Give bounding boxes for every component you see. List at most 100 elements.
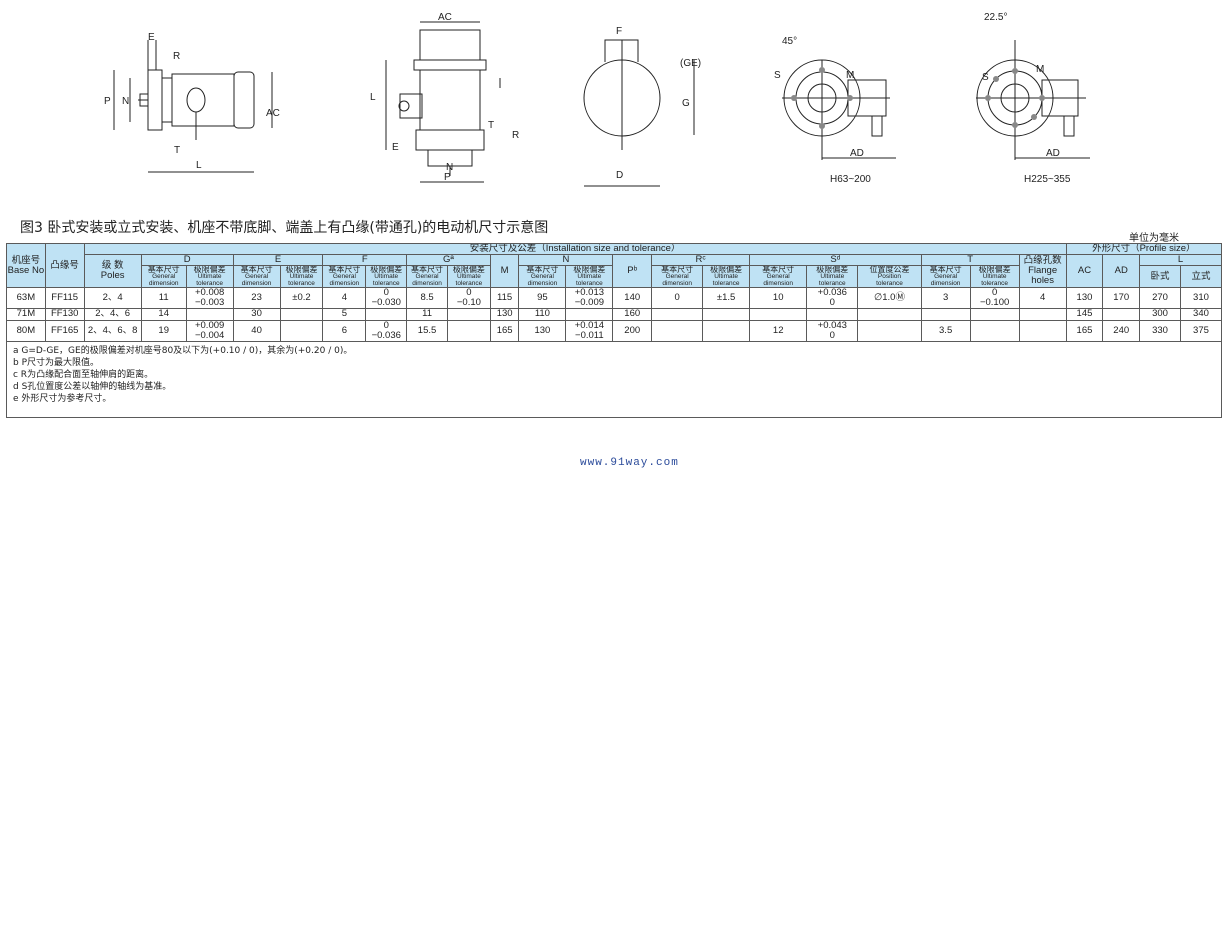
table-cell: 15.5 (406, 319, 448, 342)
front-label-n: N (446, 162, 453, 173)
label-p: P (104, 96, 111, 107)
table-cell (279, 319, 324, 342)
label-e: E (148, 32, 155, 43)
table-cell: 145 (1065, 308, 1104, 321)
table-cell: 23 (232, 287, 281, 310)
table-cell: 110 (518, 308, 567, 321)
hdr-m: M (489, 253, 520, 289)
table-cell: 71M (6, 308, 46, 321)
front-label-ac: AC (438, 12, 452, 23)
watermark: www.91way.com (580, 457, 679, 469)
hdr-d: D (140, 253, 234, 266)
table-cell: +0.008 −0.003 (185, 287, 234, 310)
label-ac: AC (266, 108, 280, 119)
hdr-r: Rᶜ (651, 253, 751, 266)
table-cell: 0 (651, 287, 704, 310)
hdr-profile: 外形尺寸（Profile size） (1065, 243, 1223, 255)
shaft-label-f: F (616, 26, 622, 37)
table-cell: 0 −0.030 (365, 287, 408, 310)
table-cell: 19 (140, 319, 187, 342)
table-cell (565, 308, 614, 321)
hdr-t: T (920, 253, 1020, 266)
flange2-ad: AD (1046, 148, 1060, 159)
table-cell (1018, 319, 1067, 342)
shaft-label-d: D (616, 170, 623, 181)
flange1-angle: 45° (782, 36, 797, 47)
dimension-drawings: E R P N AC T L AC L T R E N P F (GE) G D… (0, 0, 1227, 210)
table-cell (446, 308, 491, 321)
table-cell: 375 (1179, 319, 1223, 342)
table-cell: +0.013 −0.009 (565, 287, 614, 310)
table-cell (969, 308, 1020, 321)
table-cell: 270 (1139, 287, 1181, 310)
table-cell: FF130 (44, 308, 85, 321)
table-cell: 80M (6, 319, 46, 342)
table-cell: +0.036 0 (806, 287, 859, 310)
flange1-m: M (846, 70, 854, 81)
table-cell (651, 308, 704, 321)
table-cell: 63M (6, 287, 46, 310)
flange2-s: S (982, 72, 989, 83)
table-cell: 165 (489, 319, 520, 342)
hdr-p: Pᵇ (612, 253, 653, 289)
table-cell (1018, 308, 1067, 321)
table-cell (446, 319, 491, 342)
table-cell: +0.043 0 (806, 319, 859, 342)
unit-label: 单位为毫米 (1129, 233, 1179, 244)
table-cell: 340 (1179, 308, 1223, 321)
table-cell: 165 (1065, 319, 1104, 342)
table-cell: 11 (140, 287, 187, 310)
hdr-e: E (232, 253, 324, 266)
table-cell: 40 (232, 319, 281, 342)
footnotes: a G=D-GE，GE的极限偏差对机座号80及以下为(+0.10 / 0)，其余… (6, 341, 1222, 418)
subheader-vert: 立式 (1179, 264, 1223, 289)
table-cell (969, 319, 1020, 342)
table-cell: 14 (140, 308, 187, 321)
table-cell (806, 308, 859, 321)
table-cell (185, 308, 234, 321)
front-label-e: E (392, 142, 399, 153)
label-n: N (122, 96, 129, 107)
table-cell: 4 (322, 287, 367, 310)
table-cell: 4 (1018, 287, 1067, 310)
flange1-s: S (774, 70, 781, 81)
front-label-l: L (370, 92, 376, 103)
table-cell (857, 308, 922, 321)
label-t: T (174, 145, 180, 156)
flange2-m: M (1036, 64, 1044, 75)
flange2-angle: 22.5° (984, 12, 1007, 23)
hdr-base-no: 机座号 Base No (6, 242, 46, 289)
table-cell: 6 (322, 319, 367, 342)
table-cell: 310 (1179, 287, 1223, 310)
table-cell: 3 (920, 287, 971, 310)
table-cell: 2、4、6 (83, 308, 142, 321)
table-cell: ±1.5 (702, 287, 751, 310)
dimension-table-wrapper: 机座号 Base No 凸缘号 安装尺寸及公差（Installation siz… (6, 242, 1223, 418)
hdr-n: N (518, 253, 614, 266)
flange1-ad: AD (850, 148, 864, 159)
table-cell (702, 319, 751, 342)
table-cell: 115 (489, 287, 520, 310)
label-l: L (196, 160, 202, 171)
table-cell (1102, 308, 1141, 321)
dimension-table: 机座号 Base No 凸缘号 安装尺寸及公差（Installation siz… (6, 242, 1223, 342)
table-cell: 12 (749, 319, 808, 342)
table-cell (749, 308, 808, 321)
hdr-poles: 级 数 Poles (83, 253, 142, 289)
hdr-install: 安装尺寸及公差（Installation size and tolerance） (83, 243, 1067, 255)
flange1-caption: H63~200 (830, 174, 871, 185)
table-cell: 300 (1139, 308, 1181, 321)
footnote-line: a G=D-GE，GE的极限偏差对机座号80及以下为(+0.10 / 0)，其余… (13, 345, 353, 356)
table-cell: 240 (1102, 319, 1141, 342)
table-cell: +0.009 −0.004 (185, 319, 234, 342)
